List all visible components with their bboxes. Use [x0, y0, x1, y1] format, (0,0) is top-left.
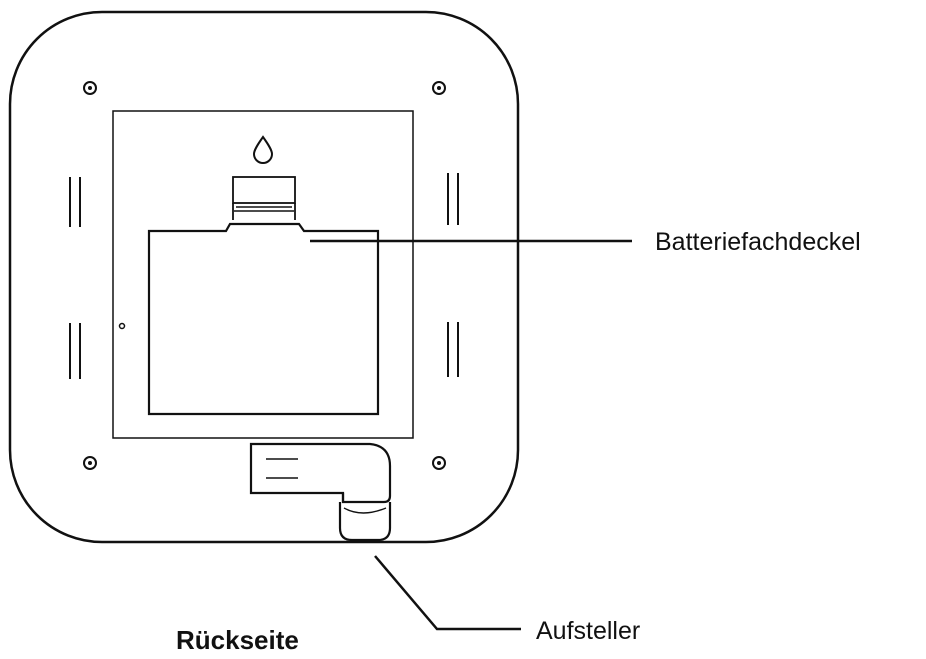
vent-slots-right-upper — [447, 173, 459, 225]
label-battery-cover: Batteriefachdeckel — [655, 228, 861, 256]
reset-hole — [118, 322, 126, 330]
screw-bottom-right — [432, 456, 446, 470]
screw-top-left — [83, 81, 97, 95]
label-stand: Aufsteller — [536, 617, 641, 645]
device-housing — [8, 10, 520, 544]
inner-panel — [112, 110, 414, 439]
battery-cover — [147, 176, 380, 416]
diagram-caption: Rückseite — [176, 625, 299, 655]
screw-top-right — [432, 81, 446, 95]
folding-stand — [249, 442, 392, 542]
vent-slots-right-lower — [447, 322, 459, 377]
screw-bottom-left — [83, 456, 97, 470]
hanging-hole-icon — [252, 135, 274, 164]
leader-line-stand — [374, 555, 521, 631]
vent-slots-left-lower — [69, 323, 81, 379]
vent-slots-left-upper — [69, 177, 81, 227]
